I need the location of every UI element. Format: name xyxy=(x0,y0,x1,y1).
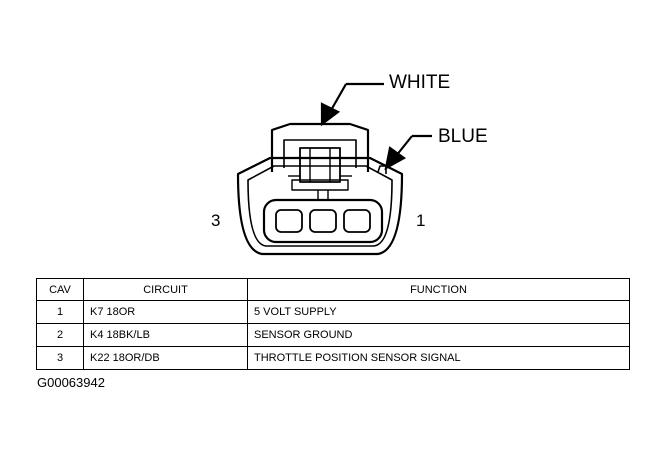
callout-white: WHITE xyxy=(389,72,451,93)
cell-circuit: K4 18BK/LB xyxy=(83,323,248,347)
table-row: 2 K4 18BK/LB SENSOR GROUND xyxy=(36,323,630,347)
cell-circuit: K22 18OR/DB xyxy=(83,346,248,370)
pinout-table: CAV CIRCUIT FUNCTION 1 K7 18OR 5 VOLT SU… xyxy=(36,278,630,370)
connector-diagram xyxy=(236,82,432,256)
cell-cav: 3 xyxy=(36,346,84,370)
cell-function: THROTTLE POSITION SENSOR SIGNAL xyxy=(247,346,630,370)
table-row: 1 K7 18OR 5 VOLT SUPPLY xyxy=(36,300,630,324)
header-cav: CAV xyxy=(36,278,84,301)
cell-circuit: K7 18OR xyxy=(83,300,248,324)
table-row: 3 K22 18OR/DB THROTTLE POSITION SENSOR S… xyxy=(36,346,630,370)
connector-outer-shell xyxy=(236,156,404,256)
figure-id: G00063942 xyxy=(37,375,105,390)
key-tab xyxy=(377,165,387,174)
locking-tab xyxy=(270,122,370,172)
terminal-cavity-3 xyxy=(275,209,303,233)
header-function: FUNCTION xyxy=(247,278,630,301)
locking-tab-inner xyxy=(283,139,357,168)
terminal-cavity-1 xyxy=(343,209,371,233)
pin-label-right: 1 xyxy=(416,211,426,230)
connector-inner-shell xyxy=(247,165,393,247)
terminal-cavity-2 xyxy=(309,209,337,233)
cell-cav: 1 xyxy=(36,300,84,324)
cell-function: SENSOR GROUND xyxy=(247,323,630,347)
tab-latch xyxy=(299,147,341,183)
callout-blue: BLUE xyxy=(438,126,488,147)
white-arrowhead xyxy=(320,102,341,127)
terminal-housing xyxy=(262,198,384,244)
cell-cav: 2 xyxy=(36,323,84,347)
table-header-row: CAV CIRCUIT FUNCTION xyxy=(36,278,630,301)
cell-function: 5 VOLT SUPPLY xyxy=(247,300,630,324)
pin-label-left: 3 xyxy=(211,211,221,230)
header-circuit: CIRCUIT xyxy=(83,278,248,301)
blue-arrowhead xyxy=(384,146,407,171)
